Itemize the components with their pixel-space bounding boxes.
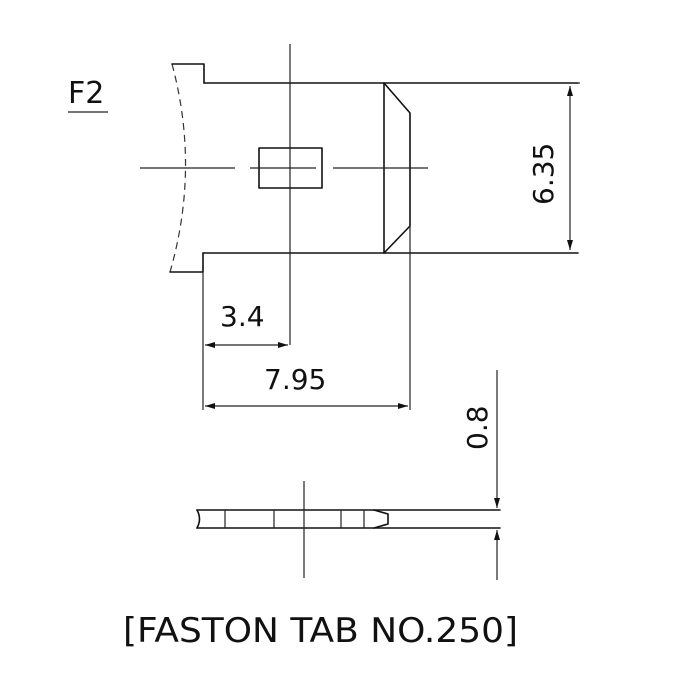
side-strip [196,509,501,529]
dimension-thickness-label: 0.8 [461,405,494,450]
side-tip-taper [373,509,389,529]
dimension-hole-offset: 3.4 [205,300,288,348]
dimension-length-label: 7.95 [264,363,326,396]
view-label: F2 [68,76,104,111]
side-strip-left-end [196,509,201,529]
tab-outline [202,82,579,254]
dimension-hole-offset-label: 3.4 [220,300,265,333]
dimension-width-label: 6.35 [527,143,560,205]
drawing-caption: [FASTON TAB NO.250] [123,611,518,651]
dimension-thickness: 0.8 [461,370,500,580]
top-view [140,44,580,410]
break-line [169,63,187,273]
side-view [196,481,501,578]
dimension-width: 6.35 [527,86,573,250]
dimension-length: 7.95 [205,363,408,409]
